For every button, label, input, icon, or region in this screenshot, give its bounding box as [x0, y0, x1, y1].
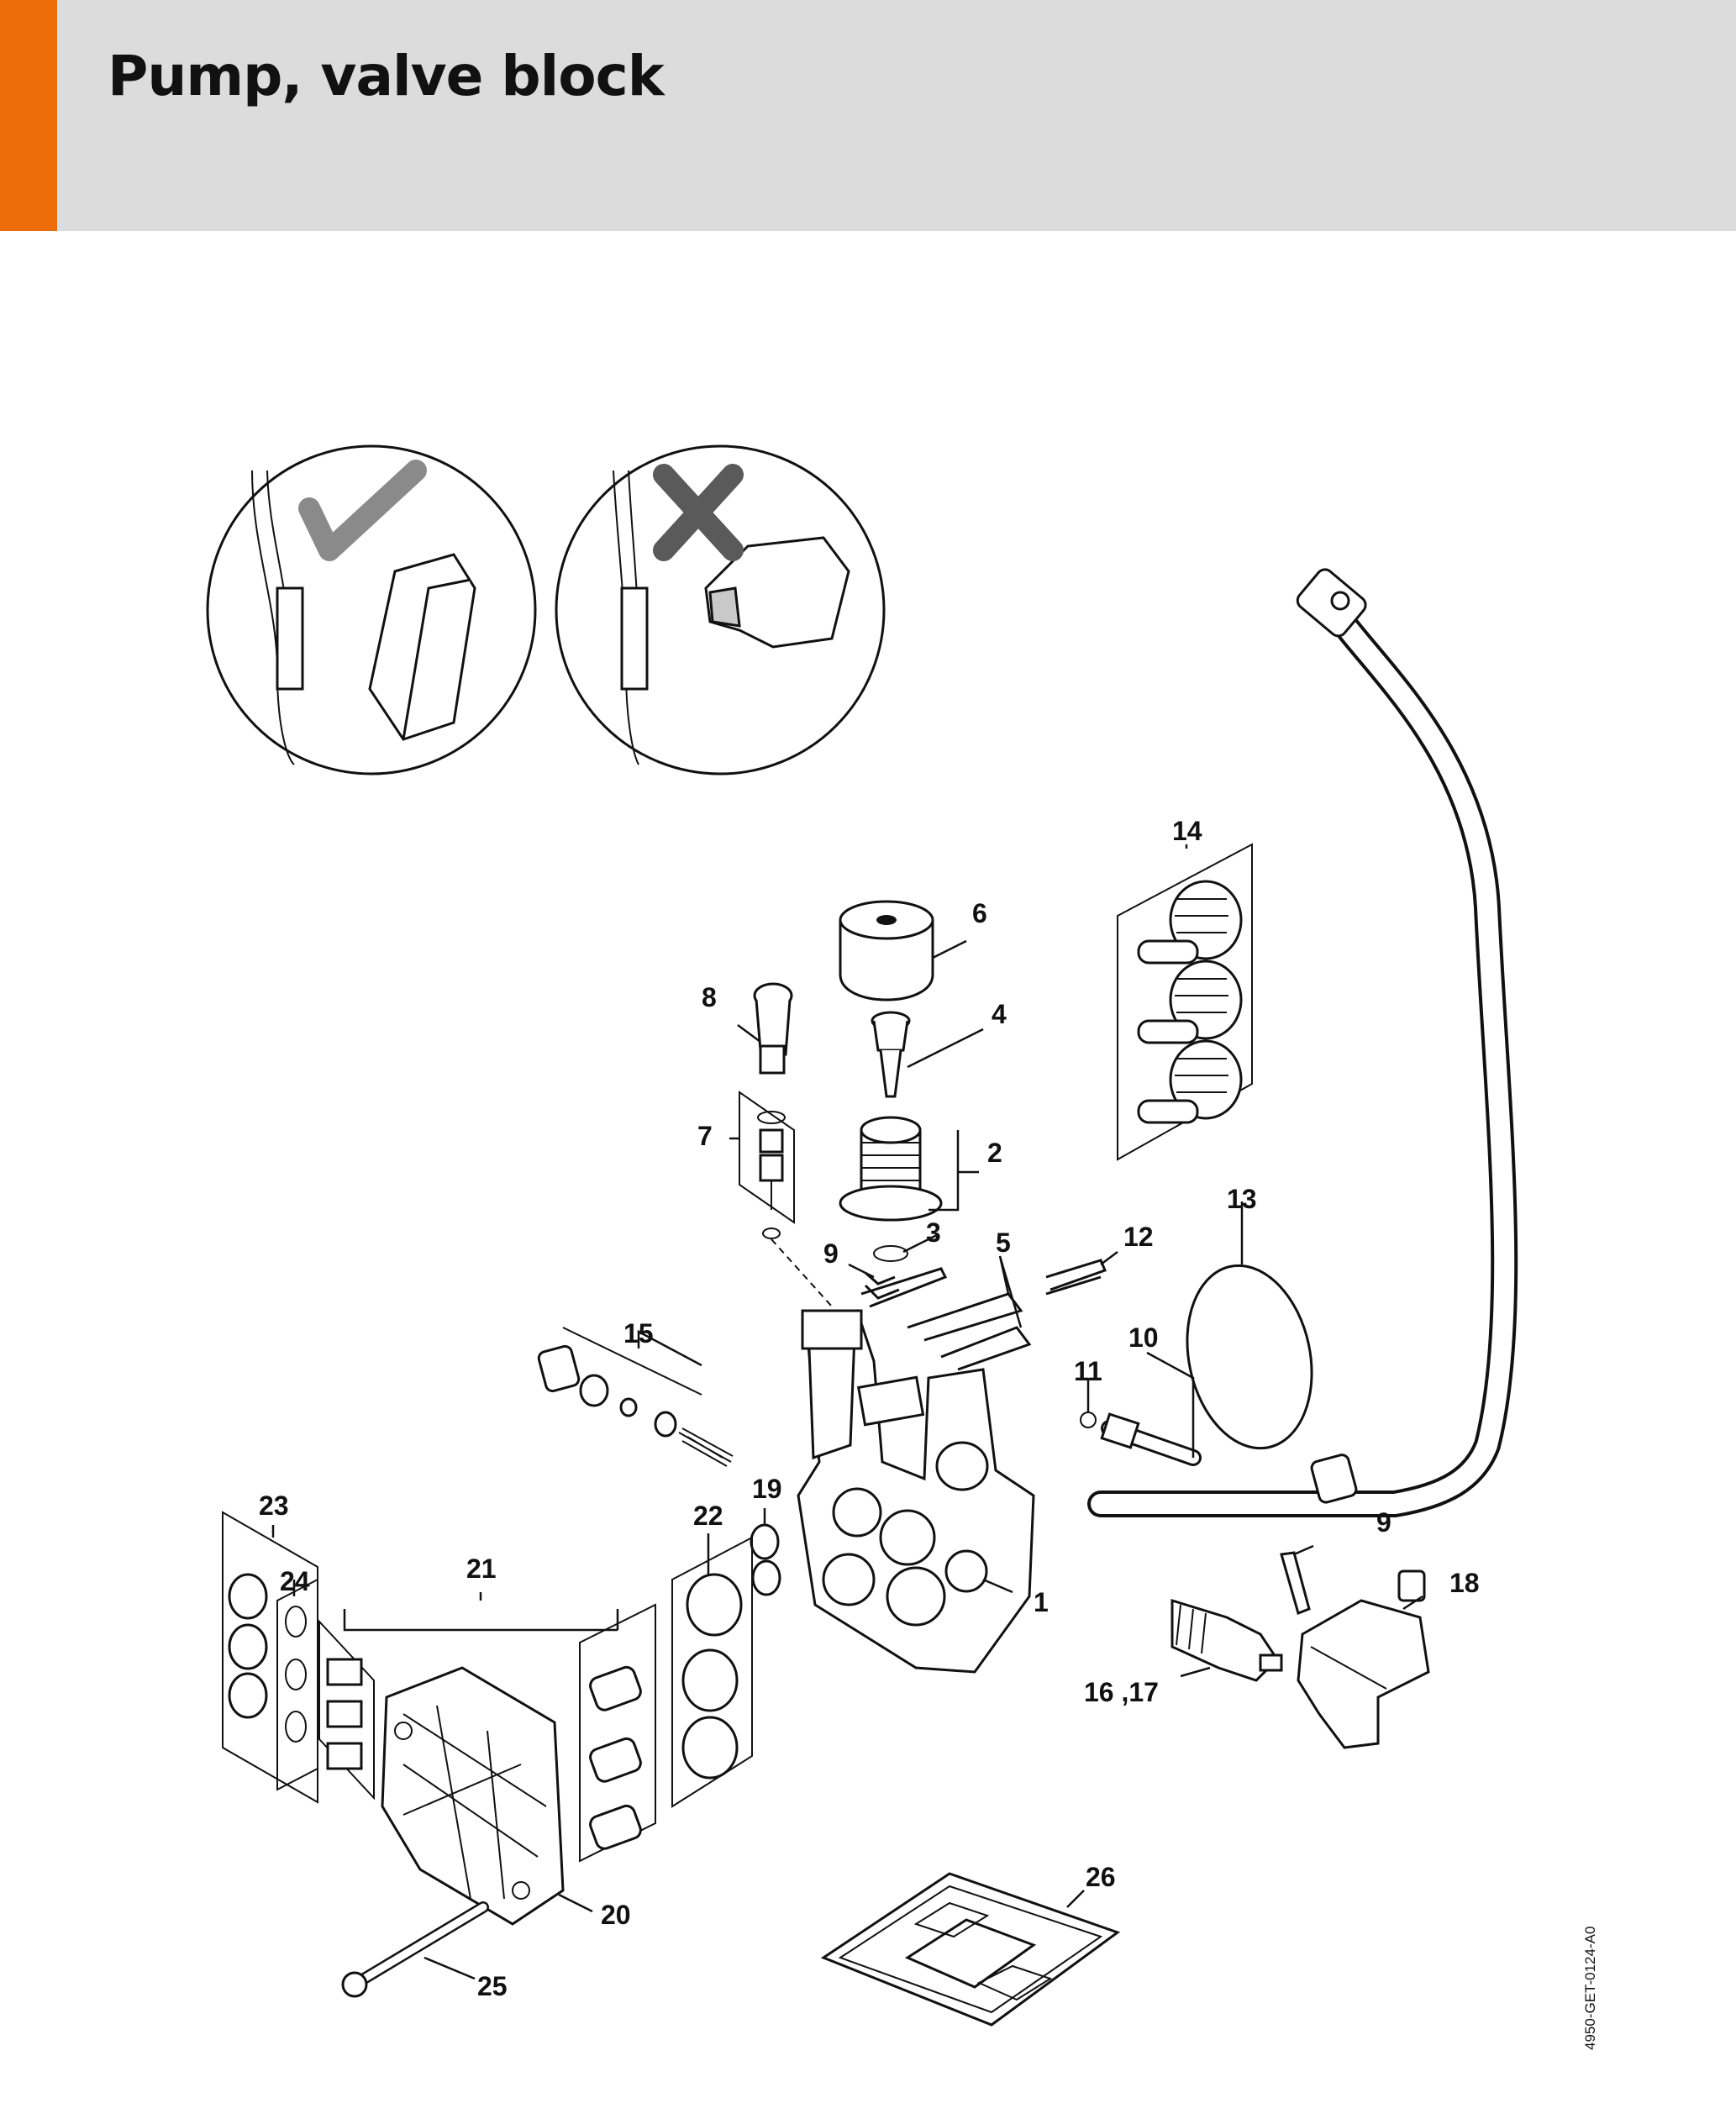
callout-20: 20 [601, 1900, 631, 1930]
seal-3 [873, 1245, 908, 1262]
pump-head-20 [381, 1666, 565, 1926]
callout-4: 4 [992, 999, 1007, 1029]
fitting-2 [839, 1116, 943, 1222]
callout-9-lower: 9 [1376, 1507, 1391, 1538]
o-ring-13 [1186, 1264, 1313, 1450]
cross-icon [653, 464, 744, 561]
leader-lines [271, 844, 1423, 1980]
hose-connector-10 [1100, 1412, 1202, 1466]
clip-12 [1045, 1259, 1107, 1296]
pistons-21 [318, 1603, 656, 1863]
callout-labels: 1 2 3 4 5 6 7 8 9 9 10 11 12 13 14 15 16… [259, 816, 1480, 2001]
callout-12: 12 [1123, 1222, 1154, 1252]
callout-6: 6 [972, 898, 987, 928]
callout-26: 26 [1086, 1862, 1116, 1892]
callout-22: 22 [693, 1501, 723, 1531]
seals-23 [222, 1511, 318, 1804]
callout-8: 8 [702, 982, 717, 1012]
accent-bar [0, 0, 57, 231]
callout-2: 2 [987, 1138, 1002, 1168]
document-code: 4950-GET-0124-A0 [1582, 1927, 1598, 2050]
callout-10: 10 [1128, 1322, 1159, 1353]
check-icon [298, 460, 427, 561]
high-pressure-hose [1087, 568, 1518, 1517]
spring-set-7 [739, 1091, 833, 1307]
callout-14: 14 [1172, 816, 1202, 846]
detail-circle-incorrect [555, 444, 886, 775]
valves-22 [671, 1536, 753, 1808]
kit-26 [820, 1872, 1121, 2027]
callout-13: 13 [1227, 1184, 1257, 1214]
valve-16-17 [1170, 1598, 1283, 1682]
detail-circle-correct [206, 444, 537, 775]
cap-6 [839, 900, 934, 1002]
o-ring-11 [1080, 1412, 1097, 1428]
callout-18: 18 [1449, 1568, 1480, 1598]
valve-set-14 [1117, 843, 1253, 1161]
valve-block-1 [797, 1309, 1035, 1674]
callout-7: 7 [697, 1121, 713, 1151]
valve-insert-4 [871, 1011, 911, 1098]
seals-19 [750, 1523, 781, 1596]
switch-18 [1297, 1569, 1430, 1749]
callout-24: 24 [280, 1566, 310, 1596]
clip-9-upper [860, 1267, 948, 1308]
callout-21: 21 [466, 1554, 497, 1584]
rings-24 [276, 1578, 318, 1791]
clips-5 [907, 1292, 1032, 1371]
knob-8 [753, 982, 793, 1075]
callout-3: 3 [926, 1217, 941, 1248]
callout-5: 5 [996, 1228, 1011, 1258]
callout-19: 19 [752, 1474, 782, 1504]
valve-parts-15 [537, 1327, 734, 1467]
callout-25: 25 [477, 1971, 508, 2001]
page-title: Pump, valve block [108, 44, 665, 108]
callout-16-17: 16 ,17 [1084, 1677, 1159, 1707]
header-band [0, 0, 1736, 231]
bolt-25 [341, 1901, 489, 1998]
clip-9-lower [1280, 1551, 1311, 1615]
callout-1: 1 [1034, 1587, 1049, 1617]
callout-11: 11 [1074, 1356, 1102, 1386]
callout-15: 15 [623, 1318, 654, 1349]
callout-23: 23 [259, 1490, 289, 1521]
callout-9-upper: 9 [823, 1238, 839, 1269]
